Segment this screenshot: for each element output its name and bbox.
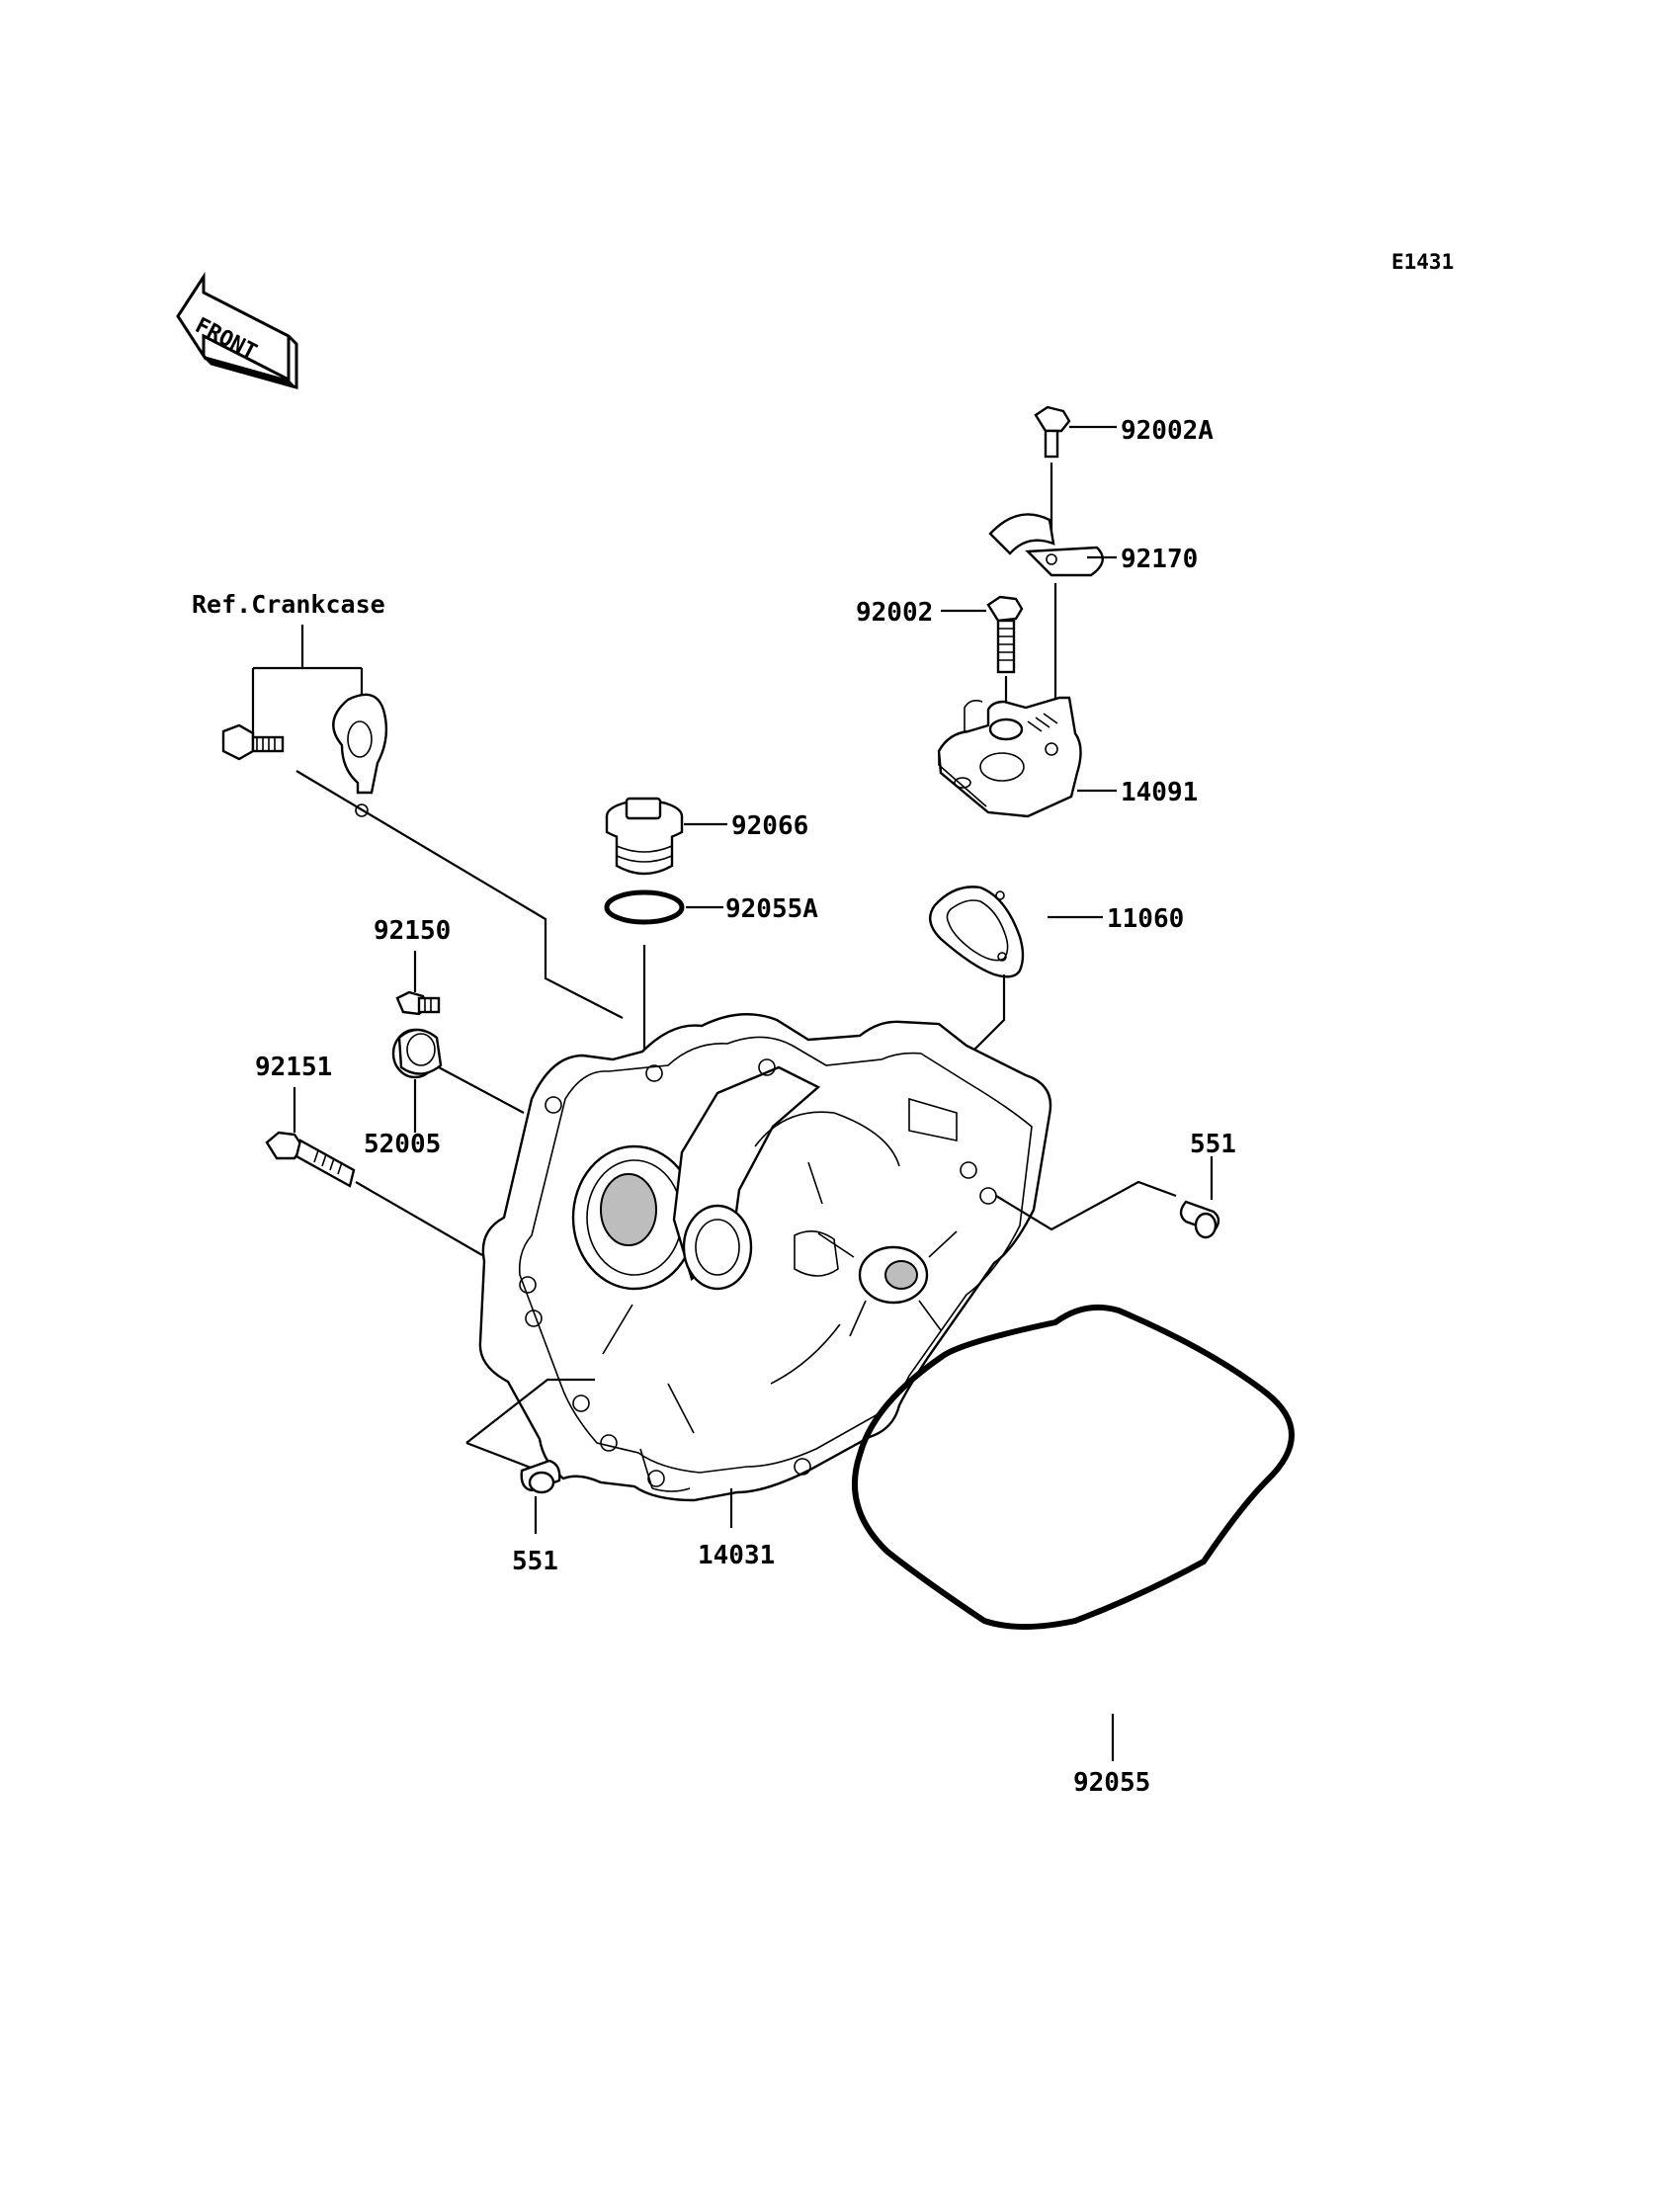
label-92002A: 92002A xyxy=(1121,416,1214,446)
label-92055: 92055 xyxy=(1073,1768,1150,1798)
front-arrow-icon: FRONT xyxy=(176,271,298,389)
bolt-92151 xyxy=(265,1131,356,1188)
diagram-code: E1431 xyxy=(1391,250,1454,274)
oring-92055A xyxy=(604,889,685,925)
clamp-92170 xyxy=(988,513,1104,577)
bolt-92150 xyxy=(395,990,441,1016)
label-92150: 92150 xyxy=(374,916,451,946)
bolt-92002A xyxy=(1034,405,1071,459)
housing-14091 xyxy=(937,696,1082,818)
label-92170: 92170 xyxy=(1121,545,1198,574)
ref-bolt xyxy=(221,723,285,761)
dowel-551-left xyxy=(520,1459,561,1494)
label-52005: 52005 xyxy=(364,1130,441,1159)
label-14091: 14091 xyxy=(1121,778,1198,807)
label-92066: 92066 xyxy=(731,811,808,841)
plug-92066 xyxy=(605,797,684,876)
cap-52005 xyxy=(391,1028,443,1079)
cover-14031 xyxy=(478,1013,1052,1502)
label-92055A: 92055A xyxy=(725,894,818,924)
gasket-11060 xyxy=(929,886,1025,978)
label-92151: 92151 xyxy=(255,1053,332,1082)
ref-plate xyxy=(332,693,388,817)
label-551-right: 551 xyxy=(1190,1130,1236,1159)
ref-crankcase-label: Ref.Crankcase xyxy=(192,590,385,619)
label-92002: 92002 xyxy=(856,598,933,628)
label-551-left: 551 xyxy=(512,1547,558,1576)
dowel-551-right xyxy=(1179,1200,1220,1239)
label-14031: 14031 xyxy=(698,1541,775,1570)
gasket-92055 xyxy=(851,1304,1295,1630)
label-11060: 11060 xyxy=(1107,904,1184,934)
bolt-92002 xyxy=(986,595,1024,674)
